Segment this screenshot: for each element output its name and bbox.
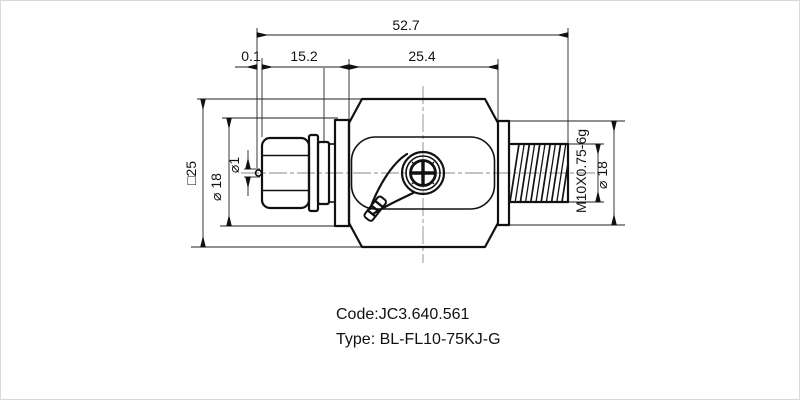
part-outline xyxy=(254,97,570,249)
dim-tip-offset: 0.1 xyxy=(241,48,261,64)
dim-overall-length: 52.7 xyxy=(392,17,419,33)
right-collar xyxy=(496,119,511,227)
dim-right-collar-diameter: ⌀ 18 xyxy=(594,161,610,189)
dim-left-collar-diameter: ⌀ 18 xyxy=(208,173,224,201)
part-code: Code:JC3.640.561 xyxy=(336,306,470,323)
spacer-ring xyxy=(316,140,331,206)
dim-left-section-length: 15.2 xyxy=(290,48,317,64)
dim-body-length: 25.4 xyxy=(408,48,435,64)
mounting-thread xyxy=(508,142,570,204)
dim-pin-diameter: ⌀1 xyxy=(226,157,242,173)
ground-screw xyxy=(400,150,446,196)
part-notes: Code:JC3.640.561 Type: BL-FL10-75KJ-G xyxy=(336,306,501,348)
dimension-lines xyxy=(191,28,625,248)
dim-body-square: □25 xyxy=(183,161,199,185)
cable-lead xyxy=(363,152,415,222)
body-front-face xyxy=(350,136,496,210)
dim-thread-spec: M10X0.75-6g xyxy=(573,129,589,213)
dimension-labels: 52.7 0.1 15.2 25.4 □25 ⌀ 18 ⌀1 M10X0.75-… xyxy=(183,17,610,213)
thread-hatching xyxy=(510,144,568,202)
part-type: Type: BL-FL10-75KJ-G xyxy=(336,331,501,348)
main-body xyxy=(347,97,500,249)
